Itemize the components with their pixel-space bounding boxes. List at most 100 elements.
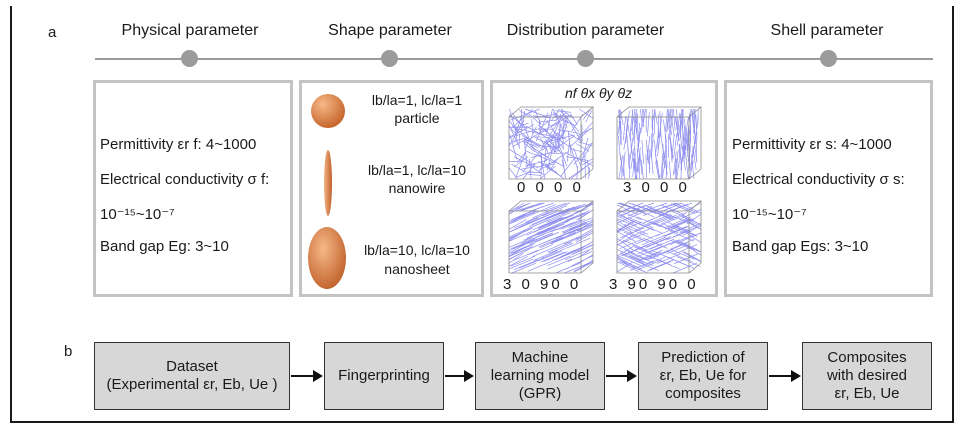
- fiber-line: [545, 151, 569, 167]
- fiber-line: [675, 157, 678, 180]
- fiber-line: [616, 255, 642, 266]
- fiber-line: [508, 229, 527, 240]
- workflow-step-fingerprinting: Fingerprinting: [324, 342, 444, 410]
- fiber-line: [667, 221, 692, 233]
- physical-conductivity-range: 10⁻¹⁵~10⁻⁷: [100, 206, 175, 223]
- fiber-line: [508, 203, 527, 215]
- fiber-line: [567, 130, 572, 155]
- fiber-line: [628, 202, 653, 211]
- fiber-line: [621, 203, 647, 215]
- fiber-line: [509, 125, 521, 149]
- fiber-line: [550, 152, 565, 155]
- fiber-line: [616, 256, 636, 268]
- fiber-line: [672, 262, 698, 274]
- fiber-line: [508, 226, 533, 238]
- fiber-line: [526, 224, 551, 236]
- fiber-line: [655, 258, 680, 270]
- fiber-line: [511, 262, 537, 274]
- fiber-line: [629, 227, 654, 238]
- fiber-line: [668, 160, 672, 180]
- fiber-line: [640, 108, 645, 134]
- fiber-line: [681, 146, 686, 171]
- fiber-line: [674, 149, 679, 174]
- physical-permittivity: Permittivity εr f: 4~1000: [100, 136, 257, 153]
- fiber-line: [679, 125, 683, 150]
- fiber-line: [680, 146, 685, 171]
- fiber-line: [543, 251, 568, 262]
- fiber-line: [555, 262, 580, 274]
- fiber-line: [666, 243, 691, 255]
- fiber-line: [577, 240, 594, 252]
- fiber-line: [529, 233, 554, 245]
- dataset-line2: (Experimental εr, Eb, Ue ): [106, 376, 278, 393]
- fiber-line: [555, 228, 580, 239]
- fiber-line: [511, 163, 524, 172]
- fiber-line: [561, 159, 566, 175]
- fiber-line: [554, 134, 557, 154]
- fiber-line: [541, 248, 566, 259]
- fiber-line: [534, 110, 542, 126]
- fiber-line: [618, 155, 623, 180]
- fiber-line: [632, 116, 637, 141]
- fiber-line: [540, 251, 566, 263]
- fiber-line: [508, 249, 528, 260]
- fiber-line: [531, 118, 533, 134]
- fiber-line: [660, 134, 665, 159]
- fiber-line: [525, 150, 552, 162]
- fiber-line: [542, 232, 568, 244]
- panel-label-b: b: [64, 343, 73, 360]
- fiber-line: [508, 124, 535, 138]
- fiber-line: [616, 261, 633, 273]
- fiber-line: [541, 130, 562, 149]
- shell-permittivity: Permittivity εr s: 4~1000: [732, 136, 892, 153]
- fiber-line: [513, 156, 529, 168]
- fiber-line: [560, 156, 577, 177]
- fiber-line: [517, 202, 542, 211]
- timeline-dot-shell: [820, 50, 837, 67]
- prediction-line1: Prediction of: [661, 349, 745, 366]
- fiber-line: [618, 109, 622, 134]
- fiber-line: [663, 242, 688, 253]
- physical-bandgap: Band gap Eg: 3~10: [100, 238, 229, 255]
- shell-bandgap: Band gap Egs: 3~10: [732, 238, 869, 255]
- fiber-line: [526, 137, 548, 150]
- fiber-line: [508, 237, 533, 248]
- fiber-line: [673, 202, 699, 214]
- fiber-line: [617, 218, 642, 230]
- fiber-line: [639, 150, 643, 175]
- fiber-line: [560, 246, 585, 257]
- fiber-line: [630, 144, 636, 169]
- fiber-line: [508, 258, 534, 270]
- distribution-parameter-box: nf θx θy θz 0 0 0 0 3 0 0 0 3 0 90 0 3 9…: [490, 80, 718, 297]
- fiber-line: [634, 148, 637, 173]
- fiber-line: [630, 108, 634, 131]
- composites-line3: εr, Eb, Ue: [834, 385, 900, 402]
- fiber-line: [521, 108, 523, 127]
- fiber-line: [617, 212, 642, 224]
- fiber-line: [508, 219, 527, 230]
- fiber-line: [623, 125, 629, 150]
- fiber-line: [561, 221, 587, 233]
- fiber-line: [668, 251, 693, 263]
- fiber-line: [647, 260, 672, 272]
- fiber-line: [617, 135, 621, 160]
- fiber-line: [689, 147, 694, 172]
- fiber-line: [585, 110, 593, 123]
- fiber-line: [556, 139, 568, 167]
- fiber-line: [520, 110, 525, 133]
- fiber-line: [508, 160, 522, 163]
- shape-parameter-box: lb/la=1, lc/la=1 particle lb/la=1, lc/la…: [299, 80, 484, 297]
- distribution-caption-3: 3 0 90 0: [503, 276, 582, 293]
- fiber-line: [570, 114, 578, 126]
- fiber-line: [565, 210, 590, 221]
- fiber-line: [556, 119, 567, 150]
- fiber-line: [573, 261, 594, 273]
- fiber-line: [508, 120, 520, 134]
- fiber-line: [537, 217, 563, 229]
- fiber-line: [564, 262, 589, 274]
- fiber-line: [569, 127, 591, 148]
- fiber-line: [676, 256, 701, 267]
- timeline-dot-shape: [381, 50, 398, 67]
- fiber-line: [630, 108, 636, 132]
- fiber-line: [670, 249, 695, 260]
